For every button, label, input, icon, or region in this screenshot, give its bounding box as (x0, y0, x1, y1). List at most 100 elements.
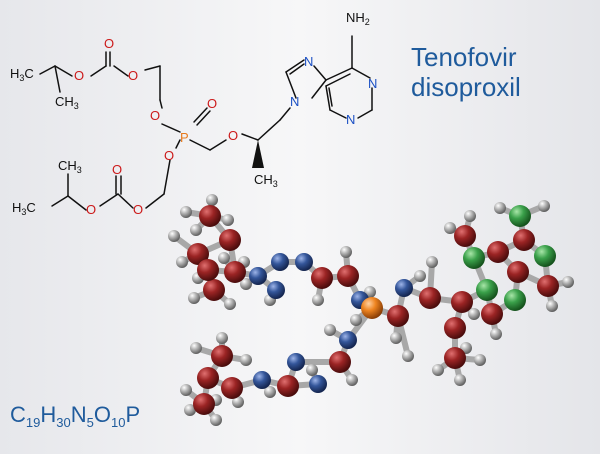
carbon-atom (444, 347, 466, 369)
molecular-formula: C19H30N5O10P (10, 402, 140, 430)
hydrogen-atom (562, 276, 574, 288)
hydrogen-atom (190, 342, 202, 354)
hydrogen-atom (390, 332, 402, 344)
n-label-3: N (368, 76, 377, 91)
hydrogen-atom (444, 222, 456, 234)
carbon-atom (311, 267, 333, 289)
o-label-7: O (228, 128, 238, 143)
hydrogen-atom (340, 246, 352, 258)
ch3-label-2: CH3 (55, 94, 79, 111)
formula-element-n: N (70, 402, 87, 427)
formula-count-c: 19 (25, 415, 41, 430)
oxygen-atom (309, 375, 327, 393)
stereo-wedge (252, 140, 264, 168)
hydrogen-atom (222, 214, 234, 226)
hydrogen-atom (176, 256, 188, 268)
compound-name-line-1: Tenofovir (411, 42, 517, 72)
formula-element-o: O (93, 402, 111, 427)
carbon-atom (219, 229, 241, 251)
hydrogen-atom (546, 300, 558, 312)
carbon-atom (507, 261, 529, 283)
hydrogen-atom (464, 210, 476, 222)
o-label-6: O (164, 148, 174, 163)
carbon-atom (487, 241, 509, 263)
carbon-atom (329, 351, 351, 373)
o-label-3: O (128, 68, 138, 83)
oxygen-atom (339, 331, 357, 349)
oxygen-atom (395, 279, 413, 297)
o-label-2: O (104, 36, 114, 51)
carbon-atom (419, 287, 441, 309)
carbon-atom (193, 393, 215, 415)
carbon-atom (221, 377, 243, 399)
nh2-label: NH2 (346, 10, 370, 27)
oxygen-atom (253, 371, 271, 389)
hydrogen-atom (454, 374, 466, 386)
carbon-atom (481, 303, 503, 325)
formula-count-o: 10 (110, 415, 126, 430)
formula-count-n: 5 (86, 415, 94, 430)
hydrogen-atom (414, 270, 426, 282)
ch3-label-1: H3C (10, 66, 34, 83)
compound-name-line-2: disoproxil (411, 72, 521, 102)
hydrogen-atom (306, 364, 318, 376)
hydrogen-atom (232, 396, 244, 408)
nitrogen-atom (476, 279, 498, 301)
formula-element-c: C (10, 402, 26, 427)
n-label-4: N (346, 112, 355, 127)
hydrogen-atom (180, 206, 192, 218)
ch3-label-4: CH3 (58, 158, 82, 175)
hydrogen-atom (188, 292, 200, 304)
hydrogen-atom (210, 414, 222, 426)
phosphorus-atom (361, 297, 383, 319)
hydrogen-atom (402, 350, 414, 362)
carbon-atom (387, 305, 409, 327)
n-label-1: N (290, 94, 299, 109)
carbon-atom (203, 279, 225, 301)
compound-name: Tenofovir disoproxil (411, 42, 521, 102)
hydrogen-atom (264, 386, 276, 398)
p-label: P (180, 130, 189, 145)
hydrogen-atom (216, 332, 228, 344)
ball-and-stick-atoms (168, 194, 574, 426)
oxygen-atom (267, 281, 285, 299)
carbon-atom (513, 229, 535, 251)
o-label-1: O (74, 68, 84, 83)
hydrogen-atom (494, 202, 506, 214)
formula-element-p: P (125, 402, 141, 427)
oxygen-atom (295, 253, 313, 271)
carbon-atom (537, 275, 559, 297)
hydrogen-atom (224, 298, 236, 310)
carbon-atom (337, 265, 359, 287)
n-label-2: N (304, 54, 313, 69)
nitrogen-atom (463, 247, 485, 269)
hydrogen-atom (184, 404, 196, 416)
ch3-label-3: CH3 (254, 172, 278, 189)
hydrogen-atom (474, 354, 486, 366)
hydrogen-atom (426, 256, 438, 268)
hydrogen-atom (240, 278, 252, 290)
hydrogen-atom (180, 384, 192, 396)
nitrogen-atom (509, 205, 531, 227)
oxygen-atom (271, 253, 289, 271)
hydrogen-atom (206, 194, 218, 206)
carbon-atom (451, 291, 473, 313)
ch3-label-5: H3C (12, 200, 36, 217)
o-label-4: O (150, 108, 160, 123)
o-label-8: O (133, 202, 143, 217)
hydrogen-atom (324, 324, 336, 336)
oxygen-atom (249, 267, 267, 285)
hydrogen-atom (218, 252, 230, 264)
hydrogen-atom (432, 364, 444, 376)
carbon-atom (454, 225, 476, 247)
hydrogen-atom (168, 230, 180, 242)
carbon-atom (444, 317, 466, 339)
nitrogen-atom (534, 245, 556, 267)
skeletal-labels: H3C CH3 O O O O P O O O CH3 N N N N NH2 … (10, 10, 377, 217)
carbon-atom (277, 375, 299, 397)
hydrogen-atom (312, 294, 324, 306)
o-label-9: O (112, 162, 122, 177)
hydrogen-atom (346, 374, 358, 386)
hydrogen-atom (190, 224, 202, 236)
